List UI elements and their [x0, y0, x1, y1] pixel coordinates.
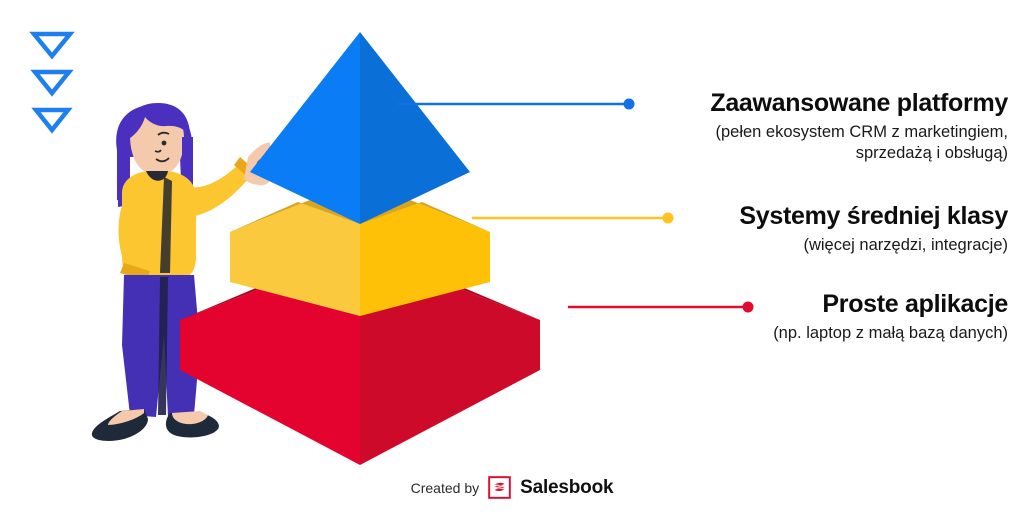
- nose: [154, 149, 162, 153]
- label-subtitle-red-line1: (np. laptop z małą bazą danych): [773, 323, 1008, 342]
- label-block-advanced-platforms: Zaawansowane platformy (pełen ekosystem …: [588, 89, 1008, 166]
- footer-created-by-text: Created by: [410, 479, 480, 496]
- label-subtitle-yellow-line1: (więcej narzędzi, integracje): [803, 235, 1008, 254]
- collar: [146, 171, 168, 181]
- label-block-simple-apps: Proste aplikacje (np. laptop z małą bazą…: [628, 290, 1008, 345]
- eye: [161, 140, 167, 146]
- footer-brand-name: Salesbook: [520, 476, 614, 498]
- pyramid-level-blue-right-face: [360, 32, 470, 224]
- pyramid-chart: [180, 32, 540, 465]
- pyramid-level-blue-left-face: [250, 32, 360, 224]
- chevron-down-icon-1: [29, 31, 75, 60]
- ankle-left: [108, 409, 144, 425]
- sweater-sleeve-down: [118, 195, 146, 273]
- label-subtitle-blue-line2: sprzedażą i obsługą): [855, 144, 1008, 163]
- label-subtitle-yellow: (więcej narzędzi, integracje): [608, 235, 1008, 257]
- pyramid-level-yellow-right-face: [360, 180, 490, 316]
- salesbook-logo-icon: [488, 476, 511, 499]
- sweater-sleeve-raised: [184, 161, 253, 217]
- label-subtitle-red: (np. laptop z małą bazą danych): [628, 323, 1008, 345]
- chevron-down-icon-3: [31, 107, 73, 134]
- footer-credit: Created by Salesbook: [0, 476, 1024, 499]
- trouser-seam: [158, 277, 168, 415]
- label-title-yellow: Systemy średniej klasy: [739, 202, 1008, 230]
- woman-pointing-illustration: [91, 103, 270, 441]
- ankle-right: [172, 411, 208, 425]
- label-title-red: Proste aplikacje: [822, 290, 1008, 318]
- sweater-fold: [160, 177, 172, 273]
- chevron-decoration-group: [29, 31, 75, 134]
- eyebrow: [157, 131, 170, 136]
- label-title-blue: Zaawansowane platformy: [710, 89, 1008, 117]
- label-block-midrange-systems: Systemy średniej klasy (więcej narzędzi,…: [608, 202, 1008, 257]
- label-subtitle-blue-line1: (pełen ekosystem CRM z marketingiem,: [715, 122, 1008, 141]
- chevron-down-icon-2: [30, 69, 74, 97]
- hair-front: [125, 103, 191, 141]
- smile: [155, 157, 170, 163]
- label-subtitle-blue: (pełen ekosystem CRM z marketingiem, spr…: [588, 122, 1008, 166]
- pyramid-level-yellow-left-face: [230, 180, 360, 316]
